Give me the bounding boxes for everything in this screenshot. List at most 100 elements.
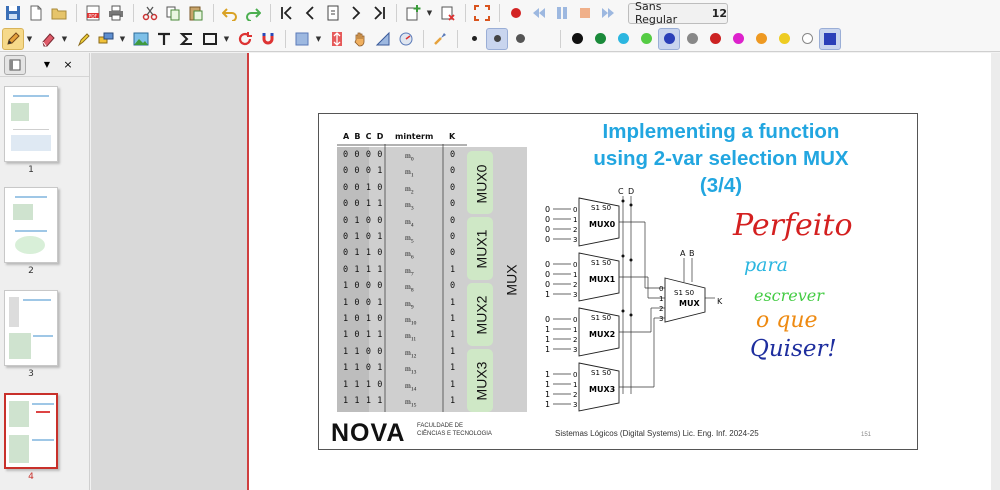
math-tool-icon[interactable]	[176, 28, 198, 50]
page-thumbnail-3[interactable]: 3	[4, 290, 62, 379]
custom-color-button[interactable]	[819, 27, 841, 50]
color-light-blue[interactable]	[612, 28, 634, 50]
insert-image-icon[interactable]	[130, 28, 152, 50]
select-dropdown[interactable]: ▼	[315, 34, 322, 43]
minterm-index: 11	[410, 336, 417, 343]
stroke-small-icon[interactable]	[463, 28, 485, 50]
page-thumbnail-4[interactable]: 4	[4, 393, 62, 482]
previous-page-icon[interactable]	[299, 2, 321, 24]
sidebar-layout-icon[interactable]	[4, 54, 26, 75]
print-icon[interactable]	[105, 2, 127, 24]
sidebar-close-icon[interactable]: ×	[63, 58, 73, 71]
first-page-icon[interactable]	[276, 2, 298, 24]
mux-port-label: 3	[573, 236, 577, 244]
save-icon[interactable]	[2, 2, 24, 24]
color-gray[interactable]	[681, 28, 703, 50]
redo-icon[interactable]	[242, 2, 264, 24]
cut-icon[interactable]	[139, 2, 161, 24]
hand-tool-icon[interactable]	[349, 28, 371, 50]
highlighter-icon[interactable]	[72, 28, 94, 50]
faculty-line1: FACULDADE DE	[417, 423, 464, 429]
stop-icon[interactable]	[574, 2, 596, 24]
faculty-name: FACULDADE DE CIÊNCIAS E TECNOLOGIA	[417, 422, 492, 438]
rectangle-tool-icon[interactable]	[199, 28, 221, 50]
vertical-space-icon[interactable]	[326, 28, 348, 50]
page-thumbnail-2[interactable]: 2	[4, 187, 62, 276]
vertical-scrollbar[interactable]	[991, 53, 1000, 490]
sidebar-menu-dropdown[interactable]: ▼	[43, 60, 51, 69]
pen-tool-dropdown[interactable]: ▼	[26, 34, 33, 43]
row-abcd: 0 0 0 0	[343, 150, 384, 160]
color-magenta[interactable]	[727, 28, 749, 50]
stroke-medium-icon[interactable]	[486, 27, 508, 50]
fast-forward-icon[interactable]	[597, 2, 619, 24]
copy-icon[interactable]	[162, 2, 184, 24]
color-light-green[interactable]	[635, 28, 657, 50]
mux-input-value: 0	[545, 270, 550, 279]
nova-logo: NOVA	[331, 419, 406, 447]
row-abcd: 0 1 0 0	[343, 215, 384, 226]
eraser-dropdown[interactable]: ▼	[61, 34, 68, 43]
label-c: C	[618, 187, 624, 196]
page-number: 3	[28, 369, 34, 379]
paste-icon[interactable]	[185, 2, 207, 24]
fill-icon[interactable]	[532, 28, 554, 50]
last-page-icon[interactable]	[368, 2, 390, 24]
stroke-large-icon[interactable]	[509, 28, 531, 50]
rewind-icon[interactable]	[528, 2, 550, 24]
row-minterm: m15	[405, 397, 416, 409]
fullscreen-icon[interactable]	[471, 2, 493, 24]
color-white[interactable]	[796, 28, 818, 50]
mux-port-label: 0	[573, 316, 577, 324]
delete-page-icon[interactable]	[437, 2, 459, 24]
color-green[interactable]	[589, 28, 611, 50]
color-blue[interactable]	[658, 27, 680, 50]
pen-tool-icon[interactable]	[2, 27, 24, 50]
new-document-icon[interactable]	[25, 2, 47, 24]
magnet-icon[interactable]	[257, 28, 279, 50]
next-page-icon[interactable]	[345, 2, 367, 24]
ruler-icon[interactable]	[372, 28, 394, 50]
page-thumbnail-1[interactable]: 1	[4, 86, 62, 175]
add-page-icon[interactable]	[402, 2, 424, 24]
final-mux-port-label: 2	[659, 305, 663, 313]
final-mux-port-label: 0	[659, 285, 663, 293]
color-black[interactable]	[566, 28, 588, 50]
add-page-dropdown[interactable]: ▼	[426, 9, 433, 17]
record-icon[interactable]	[505, 2, 527, 24]
mux-block	[578, 197, 620, 247]
goto-page-icon[interactable]	[322, 2, 344, 24]
pause-icon[interactable]	[551, 2, 573, 24]
rotate-icon[interactable]	[234, 28, 256, 50]
mux-input-value: 0	[545, 280, 550, 289]
minterm-letter: m	[405, 298, 411, 308]
handwritten-quiser: Quiser!	[750, 336, 837, 362]
shapes-dropdown[interactable]: ▼	[119, 34, 126, 43]
mux-input-value: 0	[545, 260, 550, 269]
shapes-icon[interactable]	[95, 28, 117, 50]
row-minterm: m1	[405, 167, 414, 179]
handwritten-o-que: o que	[756, 308, 818, 333]
rectangle-dropdown[interactable]: ▼	[223, 34, 230, 43]
compass-icon[interactable]	[395, 28, 417, 50]
open-folder-icon[interactable]	[48, 2, 70, 24]
color-orange[interactable]	[750, 28, 772, 50]
row-abcd: 0 0 1 0	[343, 182, 384, 193]
row-abcd: 1 1 0 0	[343, 346, 384, 357]
mux-input-value: 1	[545, 335, 550, 344]
row-abcd: 1 0 1 1	[343, 330, 384, 341]
row-abcd: 1 0 0 1	[343, 297, 384, 308]
color-red[interactable]	[704, 28, 726, 50]
minterm-letter: m	[405, 151, 411, 160]
text-tool-icon[interactable]	[153, 28, 175, 50]
mux-port-label: 0	[573, 371, 577, 379]
default-tool-icon[interactable]	[429, 28, 451, 50]
export-pdf-icon[interactable]: PDF	[82, 2, 104, 24]
color-yellow[interactable]	[773, 28, 795, 50]
minterm-letter: m	[405, 397, 411, 406]
select-rect-icon[interactable]	[291, 28, 313, 50]
mux-name: MUX0	[589, 220, 616, 229]
eraser-icon[interactable]	[37, 28, 59, 50]
undo-icon[interactable]	[219, 2, 241, 24]
